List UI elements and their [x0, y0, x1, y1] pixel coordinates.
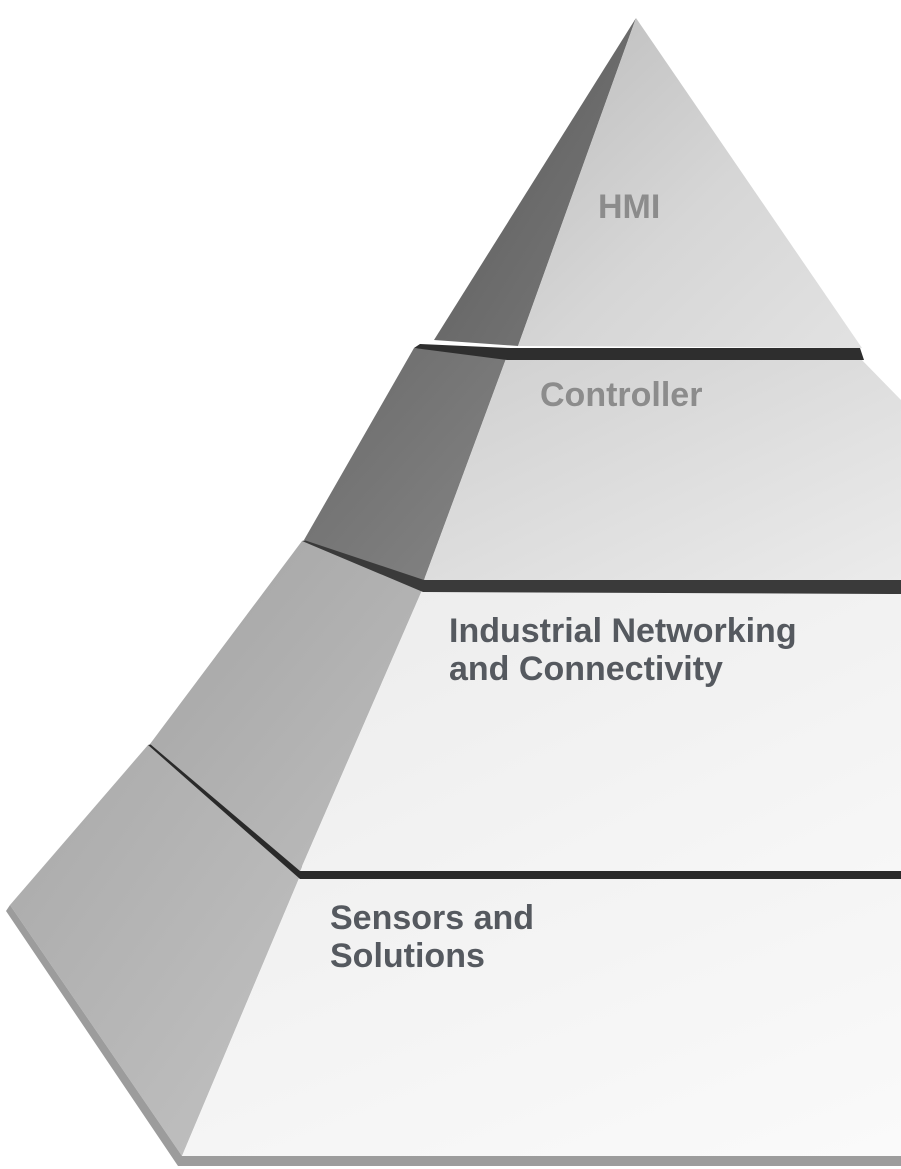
layer-label-sensors: Sensors and Solutions: [330, 899, 534, 975]
layer-hmi-block: [434, 18, 862, 348]
layer-label-sensors-line-1: Sensors and: [330, 899, 535, 937]
layer-label-controller: Controller: [540, 376, 702, 414]
layer-controller-side: [304, 348, 507, 580]
layer-label-hmi-line: HMI: [598, 188, 661, 226]
layer-controller-block: [304, 344, 901, 580]
layer-label-sensors-line-2: Solutions: [330, 937, 485, 975]
layer-sensors-front: [182, 876, 901, 1156]
layer-hmi-side: [434, 18, 636, 346]
layer-networking-block: [150, 539, 901, 871]
layer-label-hmi: HMI: [598, 188, 660, 226]
layer-sensors-block: [6, 743, 901, 1166]
layer-networking-side: [150, 541, 423, 871]
layer-controller-top-gap: [414, 344, 864, 360]
layer-label-networking: Industrial Networking and Connectivity: [449, 612, 797, 688]
layer-label-networking-line-2: and Connectivity: [449, 650, 723, 688]
layer-label-controller-line: Controller: [540, 376, 703, 414]
layer-sensors-side: [10, 745, 300, 1156]
layer-networking-top-gap: [302, 539, 901, 594]
layer-networking-front: [300, 588, 901, 871]
layer-controller-front: [424, 356, 901, 580]
layer-label-networking-line-1: Industrial Networking: [449, 612, 797, 650]
layer-hmi-front: [518, 18, 862, 348]
